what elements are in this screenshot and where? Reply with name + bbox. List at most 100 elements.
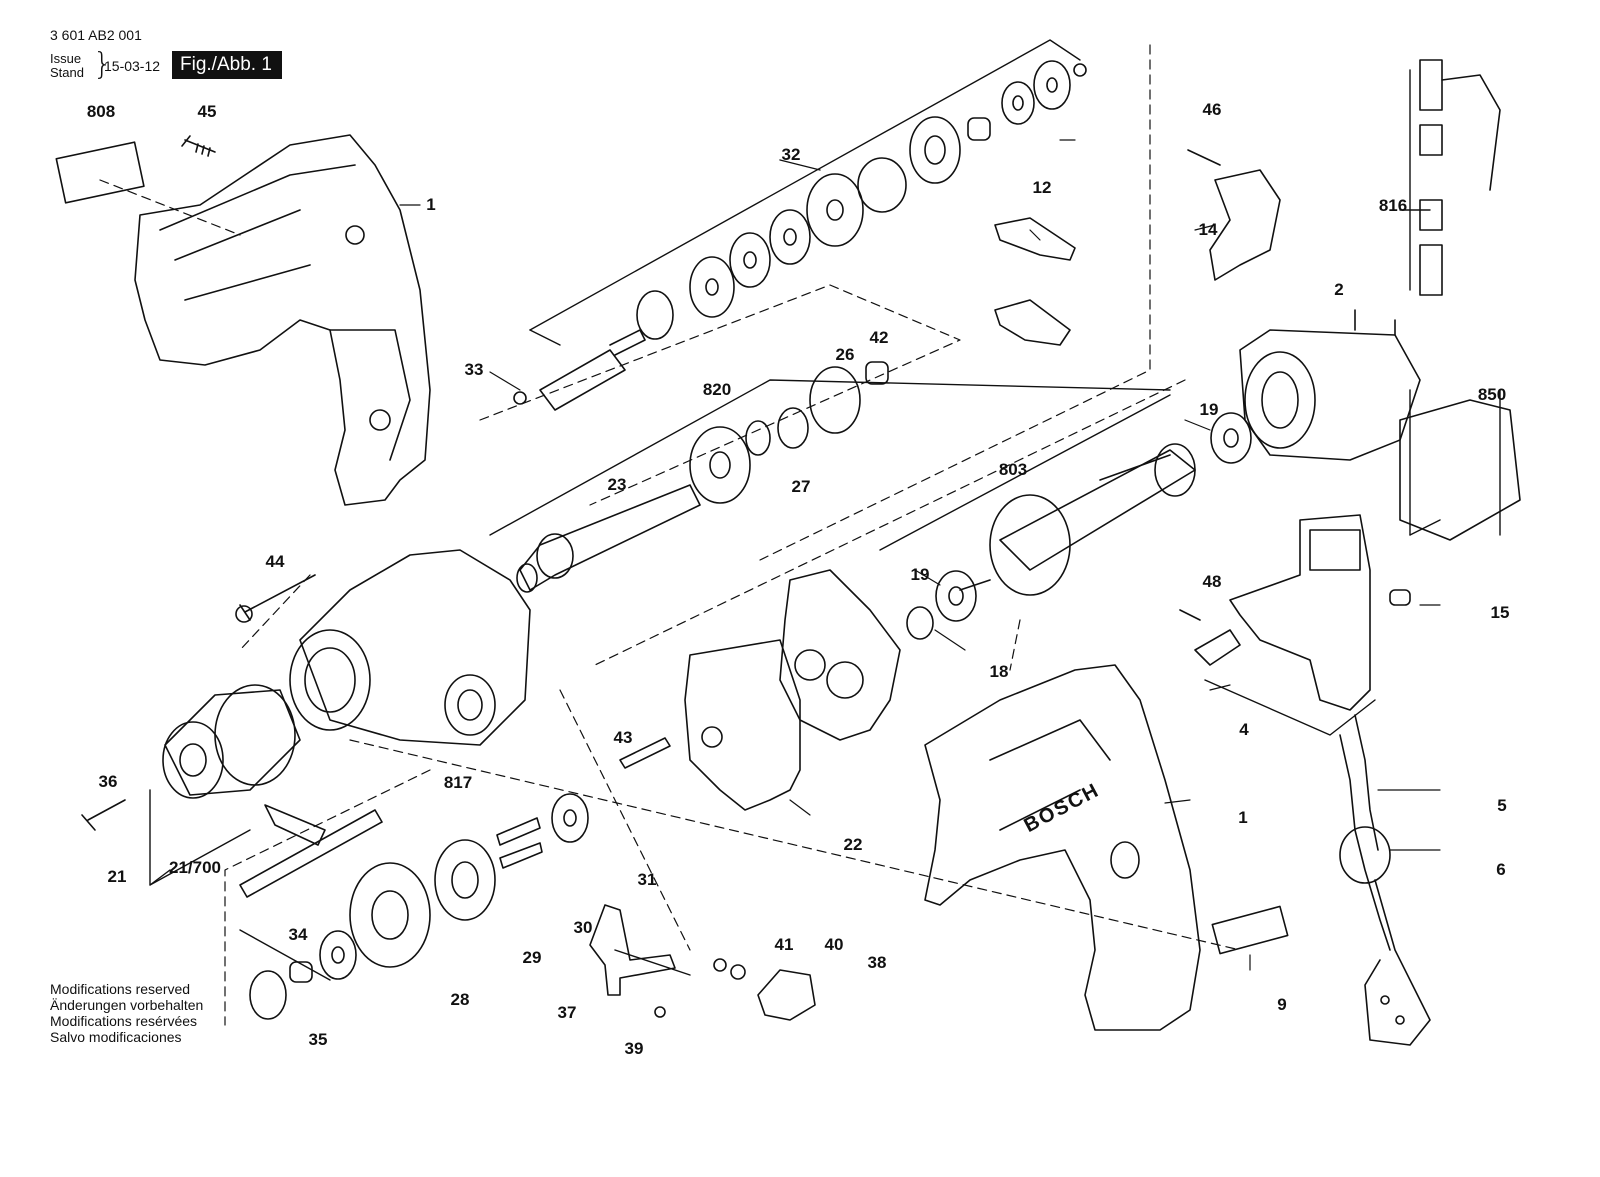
drill-chuck-21 bbox=[162, 684, 301, 799]
callout-15: 15 bbox=[1490, 603, 1510, 622]
callout-31: 31 bbox=[637, 870, 657, 889]
button-15 bbox=[1389, 589, 1411, 606]
power-cable-5 bbox=[1339, 714, 1391, 951]
callout-33: 33 bbox=[464, 360, 484, 379]
screw-36 bbox=[81, 799, 126, 831]
callout-23: 23 bbox=[607, 475, 627, 494]
callout-19-lower: 19 bbox=[910, 565, 930, 584]
figure-label: Fig./Abb. 1 bbox=[172, 51, 282, 79]
issue-label: Issue bbox=[50, 51, 82, 66]
screw-45 bbox=[181, 135, 216, 157]
callout-9: 9 bbox=[1277, 995, 1287, 1014]
housing-half-right bbox=[924, 664, 1201, 1031]
shift-fork-37 bbox=[589, 904, 676, 996]
holder-12b bbox=[994, 299, 1071, 346]
callout-29: 29 bbox=[522, 948, 542, 967]
callout-21: 21 bbox=[107, 867, 127, 886]
gear-group-28 bbox=[249, 839, 496, 1020]
strain-relief-6 bbox=[1339, 826, 1431, 1046]
issue-stand-block: Issue Stand bbox=[50, 52, 84, 80]
bearing-plate-hub bbox=[794, 649, 826, 681]
callout-35: 35 bbox=[308, 1030, 328, 1049]
pin-rod bbox=[239, 809, 383, 898]
callout-28: 28 bbox=[450, 990, 470, 1009]
callout-39: 39 bbox=[624, 1039, 644, 1058]
gear-housing bbox=[289, 549, 531, 746]
callout-1-right: 1 bbox=[1238, 808, 1248, 827]
gasket-22 bbox=[684, 639, 801, 811]
bearing-19-lower-hole bbox=[948, 586, 964, 606]
knob-38 bbox=[757, 969, 816, 1021]
modifications-notice: Modifications reserved Änderungen vorbeh… bbox=[50, 981, 203, 1045]
gasket-22-boss bbox=[701, 726, 723, 748]
callout-46: 46 bbox=[1202, 100, 1222, 119]
callout-21-700: 21/700 bbox=[169, 858, 221, 877]
callout-14: 14 bbox=[1198, 220, 1218, 239]
switch-4 bbox=[1229, 514, 1371, 711]
pin-43 bbox=[619, 737, 671, 769]
callout-6: 6 bbox=[1496, 860, 1506, 879]
label-plate-9 bbox=[1211, 905, 1289, 955]
callout-820: 820 bbox=[702, 380, 732, 399]
modifications-en: Modifications reserved bbox=[50, 981, 191, 997]
bearing-19-upper bbox=[1210, 412, 1252, 464]
brace-glyph: } bbox=[93, 47, 113, 82]
callout-5: 5 bbox=[1497, 796, 1507, 815]
callout-1-top: 1 bbox=[426, 195, 436, 214]
washer-31 bbox=[551, 793, 589, 843]
callout-2: 2 bbox=[1334, 280, 1344, 299]
callout-38: 38 bbox=[867, 953, 887, 972]
ring-41 bbox=[713, 958, 727, 972]
cable-guide-850 bbox=[1399, 399, 1521, 541]
bearing-plate bbox=[779, 569, 901, 741]
chuck-key-21-700 bbox=[264, 804, 326, 846]
modifications-fr: Modifications resérvées bbox=[50, 1013, 198, 1029]
bearing-group-820 bbox=[689, 361, 889, 504]
callout-43: 43 bbox=[613, 728, 633, 747]
spindle-23 bbox=[516, 484, 701, 593]
housing-half-left bbox=[134, 134, 431, 506]
callout-41: 41 bbox=[774, 935, 794, 954]
modifications-de: Änderungen vorbehalten bbox=[50, 997, 204, 1013]
label-plate-808 bbox=[55, 141, 145, 204]
callout-19-upper: 19 bbox=[1199, 400, 1219, 419]
callout-817: 817 bbox=[443, 773, 473, 792]
gear-train-32 bbox=[513, 60, 1087, 411]
bearing-19-lower bbox=[935, 570, 977, 622]
armature-803 bbox=[959, 443, 1196, 596]
washer-40 bbox=[730, 964, 746, 980]
callout-leaders bbox=[399, 139, 1441, 971]
lever-30 bbox=[496, 817, 543, 869]
callout-4: 4 bbox=[1239, 720, 1249, 739]
dashed-guides bbox=[99, 44, 1241, 1026]
callout-40: 40 bbox=[824, 935, 844, 954]
screw-48 bbox=[1179, 609, 1201, 621]
issue-date: 15-03-12 bbox=[104, 58, 161, 74]
callout-36: 36 bbox=[98, 772, 118, 791]
washer-31-hole bbox=[563, 809, 577, 827]
brush-set-816 bbox=[1419, 59, 1501, 296]
callout-808: 808 bbox=[86, 102, 116, 121]
bearing-19-upper-hole bbox=[1223, 428, 1239, 448]
screw-44 bbox=[239, 574, 316, 621]
callout-44: 44 bbox=[265, 552, 285, 571]
callout-42: 42 bbox=[869, 328, 889, 347]
callout-22: 22 bbox=[843, 835, 863, 854]
callout-816: 816 bbox=[1378, 196, 1408, 215]
screw-44-head bbox=[235, 605, 253, 623]
callout-34: 34 bbox=[288, 925, 308, 944]
callout-26: 26 bbox=[835, 345, 855, 364]
callout-18: 18 bbox=[989, 662, 1009, 681]
callout-803: 803 bbox=[998, 460, 1028, 479]
callout-48: 48 bbox=[1202, 572, 1222, 591]
modifications-es: Salvo modificaciones bbox=[50, 1029, 182, 1045]
document-number: 3 601 AB2 001 bbox=[50, 27, 142, 43]
field-coil-2 bbox=[1239, 309, 1421, 461]
callout-37: 37 bbox=[557, 1003, 577, 1022]
callout-850: 850 bbox=[1477, 385, 1507, 404]
leader-lines bbox=[149, 39, 1501, 981]
callout-12: 12 bbox=[1032, 178, 1052, 197]
callout-30: 30 bbox=[573, 918, 593, 937]
stand-label: Stand bbox=[50, 65, 84, 80]
